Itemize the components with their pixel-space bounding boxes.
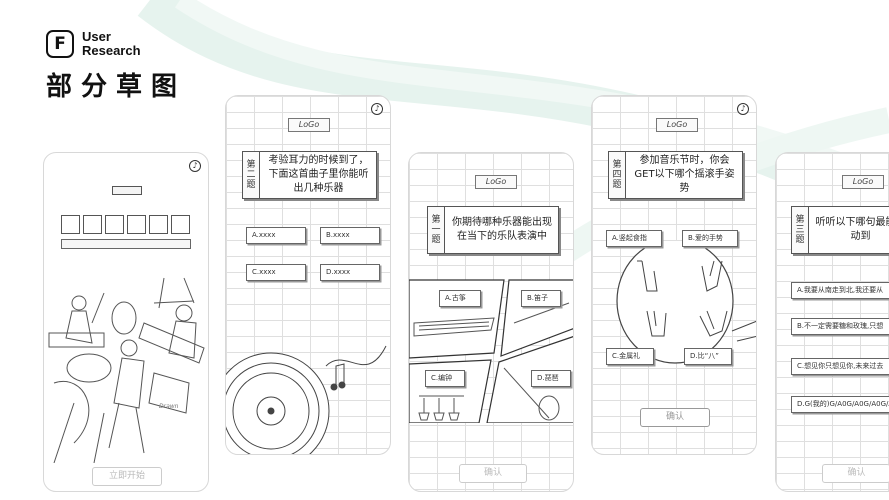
phone-question-4: ♪ LoGo 第四题 参加音乐节时，你会GET以下哪个摇滚手姿势 A.竖起食指 … — [591, 95, 757, 455]
question-number-tag: 第二题 — [243, 152, 260, 198]
logo-sign: LoGo — [656, 118, 698, 132]
option-b[interactable]: B.xxxx — [320, 227, 380, 244]
option-a[interactable]: A.古筝 — [439, 290, 481, 307]
signature: Drawn — [159, 403, 179, 410]
option-d[interactable]: D.比“八” — [684, 348, 732, 365]
title-placeholder — [112, 186, 142, 195]
brick-wall — [592, 96, 756, 454]
confirm-button[interactable]: 确认 — [640, 408, 710, 427]
question-box: 第三题 听听以下哪句最能触动到 — [791, 206, 889, 254]
confirm-button[interactable]: 确认 — [822, 464, 889, 483]
phone-start-screen: ♪ Drawn 立即开始 — [43, 152, 209, 492]
phone-question-2: ♪ LoGo 第二题 考验耳力的时候到了，下面这首曲子里你能听出几种乐器 A.x… — [225, 95, 391, 455]
brand: F User Research — [46, 30, 141, 58]
question-text: 考验耳力的时候到了，下面这首曲子里你能听出几种乐器 — [268, 155, 369, 194]
band-illustration: Drawn — [48, 277, 205, 463]
confirm-button[interactable]: 确认 — [459, 464, 527, 483]
question-text: 你期待哪种乐器能出现在当下的乐队表演中 — [452, 217, 552, 242]
option-b[interactable]: B.爱的手势 — [682, 230, 738, 247]
option-a[interactable]: A.我要从南走到北,我还要从 — [791, 282, 889, 299]
phone-question-1: LoGo 第一题 你期待哪种乐器能出现在当下的乐队表演中 A.古筝 B.笛子 C… — [408, 152, 574, 492]
brand-logo: F — [46, 30, 74, 58]
music-note-icon[interactable]: ♪ — [371, 103, 383, 115]
brand-line1: User — [82, 29, 111, 44]
question-number-tag: 第三题 — [792, 207, 809, 253]
logo-sign: LoGo — [475, 175, 517, 189]
option-b[interactable]: B.笛子 — [521, 290, 561, 307]
question-box: 第二题 考验耳力的时候到了，下面这首曲子里你能听出几种乐器 — [242, 151, 377, 199]
logo-sign: LoGo — [288, 118, 330, 132]
question-text: 参加音乐节时，你会GET以下哪个摇滚手姿势 — [634, 155, 735, 194]
option-c[interactable]: C.金属礼 — [606, 348, 654, 365]
start-button[interactable]: 立即开始 — [92, 467, 162, 486]
brand-line2: Research — [82, 43, 141, 58]
subtitle-bar — [61, 239, 191, 249]
music-note-icon[interactable]: ♪ — [189, 160, 201, 172]
question-number-tag: 第一题 — [428, 207, 445, 253]
brick-wall — [409, 153, 573, 491]
page-title: 部分草图 — [46, 72, 187, 102]
option-d[interactable]: D.琵琶 — [531, 370, 571, 387]
option-c[interactable]: C.xxxx — [246, 264, 306, 281]
option-d[interactable]: D.xxxx — [320, 264, 380, 281]
phone-question-3: LoGo 第三题 听听以下哪句最能触动到 A.我要从南走到北,我还要从 B.不一… — [775, 152, 889, 492]
option-a[interactable]: A.xxxx — [246, 227, 306, 244]
option-c[interactable]: C.想见你只想见你,未来过去 — [791, 358, 889, 375]
music-note-icon[interactable]: ♪ — [737, 103, 749, 115]
question-box: 第四题 参加音乐节时，你会GET以下哪个摇滚手姿势 — [608, 151, 743, 199]
title-letter-boxes — [61, 215, 190, 234]
question-text: 听听以下哪句最能触动到 — [815, 217, 889, 242]
logo-sign: LoGo — [842, 175, 884, 189]
option-c[interactable]: C.编钟 — [425, 370, 465, 387]
option-b[interactable]: B.不一定需要糖和玫瑰,只想 — [791, 318, 889, 335]
option-d[interactable]: D.G(我的)G/A0G/A0G/A0G/A — [791, 396, 889, 413]
brand-name: User Research — [82, 30, 141, 58]
question-box: 第一题 你期待哪种乐器能出现在当下的乐队表演中 — [427, 206, 559, 254]
question-number-tag: 第四题 — [609, 152, 626, 198]
option-a[interactable]: A.竖起食指 — [606, 230, 662, 247]
